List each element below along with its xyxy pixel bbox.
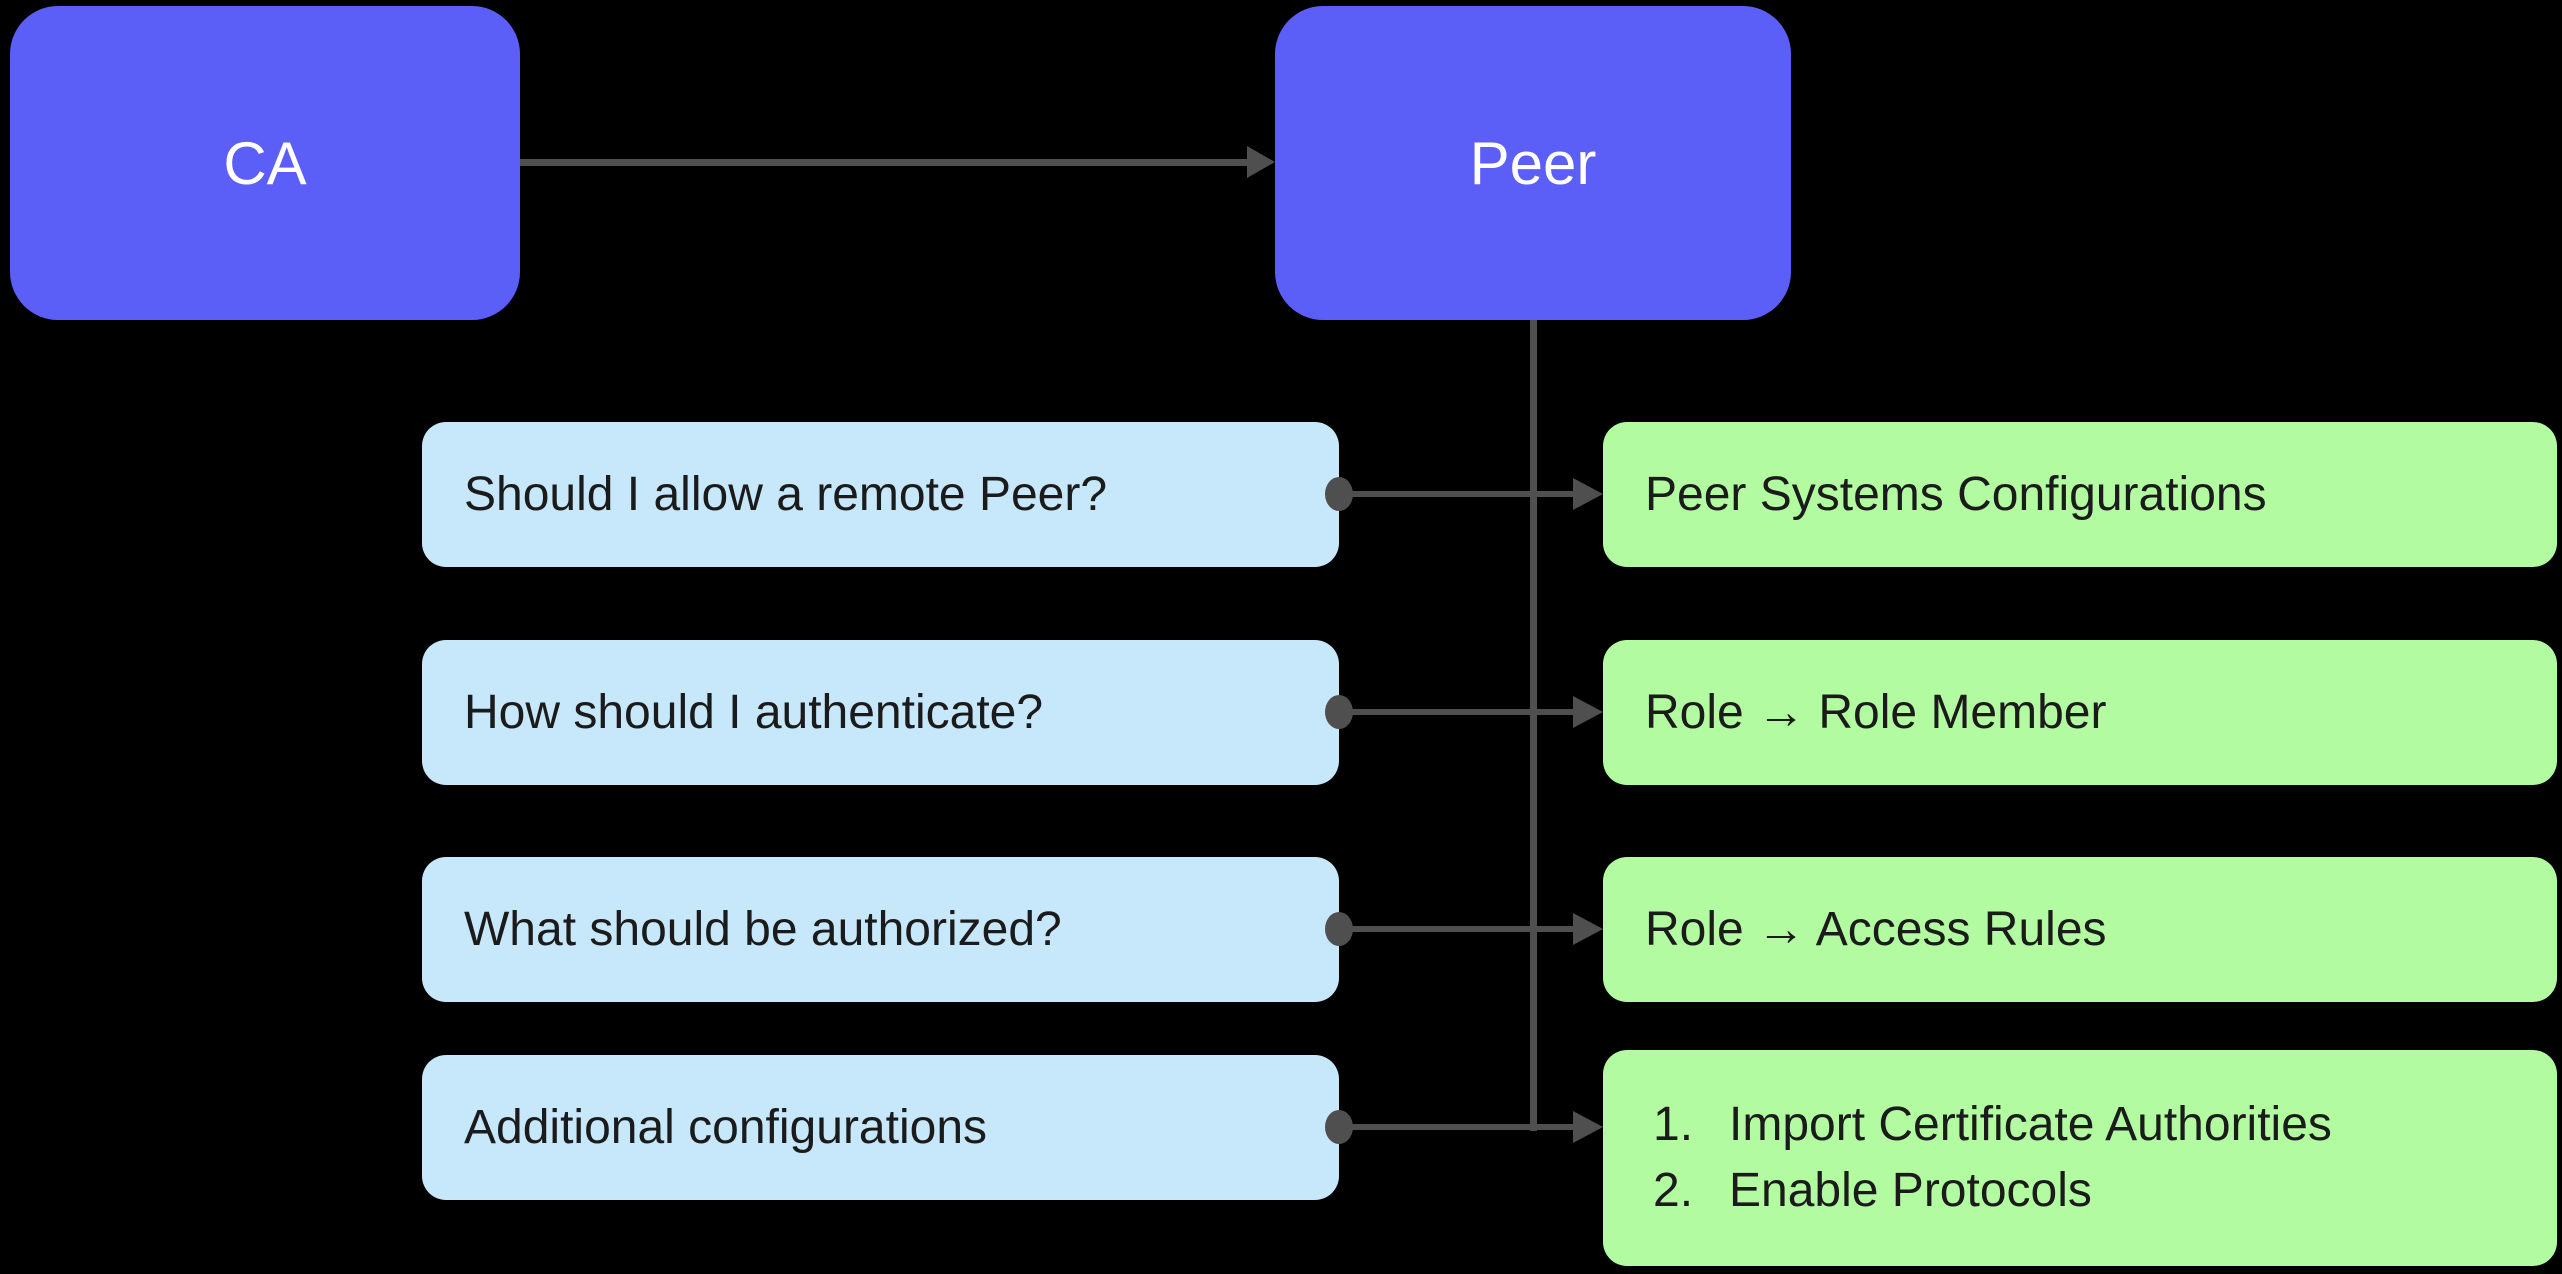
peer-trunk-line: [1530, 320, 1537, 1131]
connector-line: [1339, 1124, 1573, 1130]
connector-line: [1339, 709, 1573, 715]
connector-line: [1339, 926, 1573, 932]
ca-to-peer-line: [520, 159, 1247, 166]
question-box: How should I authenticate?: [422, 640, 1339, 785]
list-text: Enable Protocols: [1729, 1164, 2092, 1217]
question-box: What should be authorized?: [422, 857, 1339, 1002]
question-label: Additional configurations: [464, 1101, 988, 1154]
arrowhead-icon: [1573, 1111, 1603, 1143]
answer-list-item: 2. Enable Protocols: [1653, 1158, 2092, 1224]
answer-label: Peer Systems Configurations: [1645, 468, 2267, 521]
question-box: Additional configurations: [422, 1055, 1339, 1200]
list-number: 2.: [1653, 1164, 1694, 1217]
arrowhead-icon: [1573, 478, 1603, 510]
arrowhead-icon: [1573, 696, 1603, 728]
ca-node: CA: [10, 6, 520, 320]
ca-to-peer-arrowhead-icon: [1247, 146, 1275, 178]
answer-box: 1. Import Certificate Authorities 2. Ena…: [1603, 1050, 2557, 1266]
answer-box: Peer Systems Configurations: [1603, 422, 2557, 567]
peer-node: Peer: [1275, 6, 1791, 320]
question-label: Should I allow a remote Peer?: [464, 468, 1108, 521]
question-box: Should I allow a remote Peer?: [422, 422, 1339, 567]
peer-node-label: Peer: [1469, 129, 1597, 197]
answer-box: Role → Access Rules: [1603, 857, 2557, 1002]
answer-label: Role → Role Member: [1645, 686, 2107, 739]
connector-line: [1339, 491, 1573, 497]
question-label: How should I authenticate?: [464, 686, 1044, 739]
list-text: Import Certificate Authorities: [1729, 1098, 2332, 1151]
answer-box: Role → Role Member: [1603, 640, 2557, 785]
list-number: 1.: [1653, 1098, 1694, 1151]
answer-label: Role → Access Rules: [1645, 903, 2107, 956]
ca-node-label: CA: [223, 129, 307, 197]
answer-list-item: 1. Import Certificate Authorities: [1653, 1092, 2332, 1158]
arrowhead-icon: [1573, 913, 1603, 945]
question-label: What should be authorized?: [464, 903, 1062, 956]
